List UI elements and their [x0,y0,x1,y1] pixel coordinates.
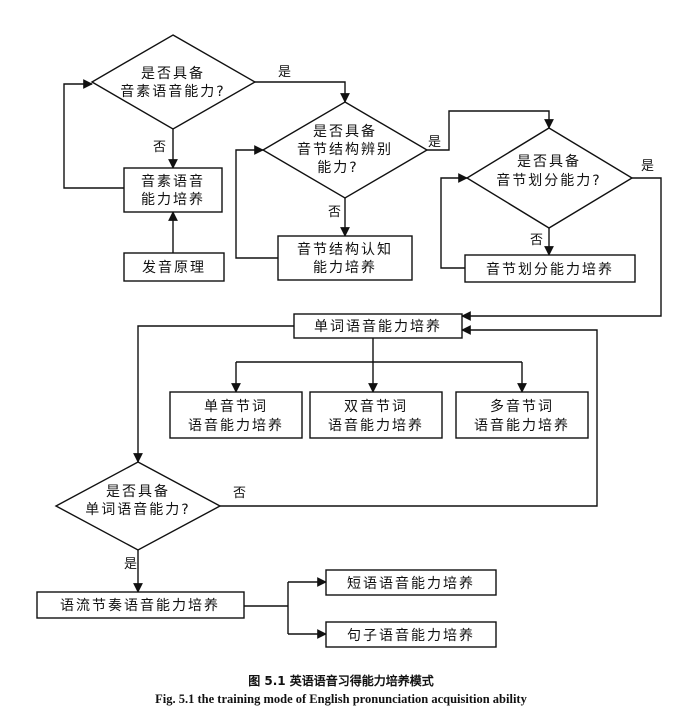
q2-line-1: 是否具备 [313,123,377,140]
edge-q2-yes [427,110,554,151]
process-di: 双音节词 语音能力培养 [309,391,443,439]
process-mono: 单音节词 语音能力培养 [169,391,303,439]
label-q2-no: 否 [328,205,341,220]
decision-q2: 是否具备 音节结构辨别 能力? [261,101,429,199]
poly-line-1: 多音节词 [490,398,554,415]
edge-q3-yes [461,177,662,321]
q4-line-2: 单词语音能力? [85,501,190,518]
train3-label: 音节划分能力培养 [486,261,614,278]
q2-line-2: 音节结构辨别 [297,141,393,158]
label-q3-no: 否 [530,233,543,248]
process-poly: 多音节词 语音能力培养 [455,391,589,439]
caption-en: Fig. 5.1 the training mode of English pr… [155,692,527,706]
train2-line-2: 能力培养 [313,260,377,276]
caption-zh: 图 5.1 英语语音习得能力培养模式 [248,673,434,688]
edge-train1-loop [63,79,124,189]
mono-line-1: 单音节词 [204,398,268,415]
decision-q1: 是否具备 音素语音能力? [90,34,257,130]
label-q3-yes: 是 [641,159,654,174]
poly-line-2: 语音能力培养 [474,417,570,434]
train1-line-1: 音素语音 [141,173,205,190]
train2-line-1: 音节结构认知 [297,241,393,258]
q1-line-1: 是否具备 [141,65,205,82]
process-train2: 音节结构认知 能力培养 [277,235,413,281]
q4-line-1: 是否具备 [106,483,170,500]
mono-line-2: 语音能力培养 [188,417,284,434]
edge-q4-no [220,325,598,507]
phrase-label: 短语语音能力培养 [347,575,475,592]
word-label: 单词语音能力培养 [314,318,442,335]
sentence-label: 句子语音能力培养 [347,627,475,644]
edge-train3-loop [440,173,468,269]
connectors [63,79,662,639]
label-q1-no: 否 [153,140,166,155]
edge-train2-loop [235,145,278,259]
rhythm-label: 语流节奏语音能力培养 [60,597,220,614]
process-train3: 音节划分能力培养 [464,254,636,283]
process-phrase: 短语语音能力培养 [325,569,497,596]
q3-line-1: 是否具备 [517,153,581,170]
process-sentence: 句子语音能力培养 [325,621,497,648]
train1-line-2: 能力培养 [141,192,205,208]
principle-label: 发音原理 [142,259,206,276]
process-principle: 发音原理 [123,252,225,282]
di-line-1: 双音节词 [344,398,408,415]
process-train1: 音素语音 能力培养 [123,167,223,213]
q2-line-3: 能力? [317,160,358,176]
label-q4-no: 否 [233,486,246,501]
decision-q4: 是否具备 单词语音能力? [54,461,222,551]
process-rhythm: 语流节奏语音能力培养 [36,591,245,619]
di-line-2: 语音能力培养 [328,417,424,434]
q1-line-2: 音素语音能力? [120,83,225,100]
label-q2-yes: 是 [428,135,441,150]
label-q1-yes: 是 [278,65,291,80]
edge-word-to-q4 [133,325,294,463]
edge-q1-yes [255,81,350,103]
q3-line-2: 音节划分能力? [496,172,601,189]
decision-q3: 是否具备 音节划分能力? [465,127,634,229]
label-q4-yes: 是 [124,557,137,572]
process-word: 单词语音能力培养 [293,313,463,339]
